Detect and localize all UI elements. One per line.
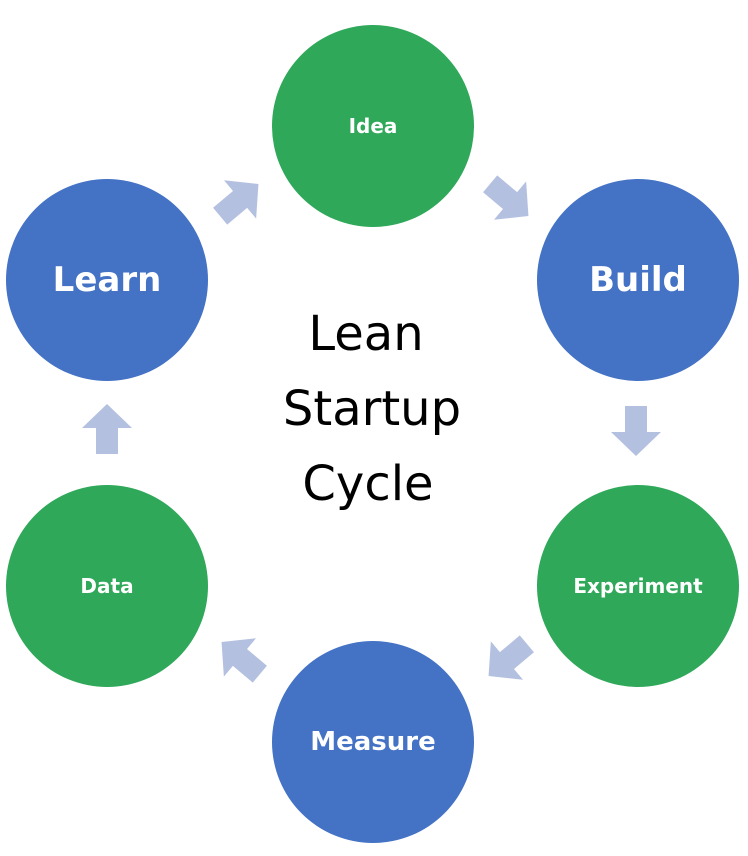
center-title-line-2: Startup	[283, 381, 461, 437]
arrow-build-to-experiment	[611, 406, 661, 456]
node-learn: Learn	[6, 179, 208, 381]
node-idea-circle	[272, 25, 474, 227]
node-build-label: Build	[589, 260, 687, 300]
arrow-idea-to-build	[483, 175, 529, 220]
node-measure-label: Measure	[310, 727, 436, 757]
cycle-arrows	[82, 175, 661, 683]
node-data: Data	[6, 485, 208, 687]
center-title-line-3: Cycle	[302, 456, 433, 512]
node-experiment-circle	[537, 485, 739, 687]
node-build-circle	[537, 179, 739, 381]
arrow-measure-to-data	[221, 638, 267, 683]
node-idea-label: Idea	[349, 114, 398, 138]
node-idea: Idea	[272, 25, 474, 227]
node-learn-circle	[6, 179, 208, 381]
node-data-circle	[6, 485, 208, 687]
arrow-experiment-to-measure	[488, 635, 534, 680]
node-measure-circle	[272, 641, 474, 843]
node-measure: Measure	[272, 641, 474, 843]
arrow-data-to-learn	[82, 404, 132, 454]
center-title: Lean Startup Cycle	[283, 306, 461, 512]
arrow-learn-to-idea	[213, 180, 259, 225]
node-build: Build	[537, 179, 739, 381]
node-experiment-label: Experiment	[573, 574, 703, 598]
center-title-line-1: Lean	[308, 306, 423, 362]
node-data-label: Data	[80, 574, 133, 598]
node-experiment: Experiment	[537, 485, 739, 687]
node-learn-label: Learn	[53, 260, 162, 300]
